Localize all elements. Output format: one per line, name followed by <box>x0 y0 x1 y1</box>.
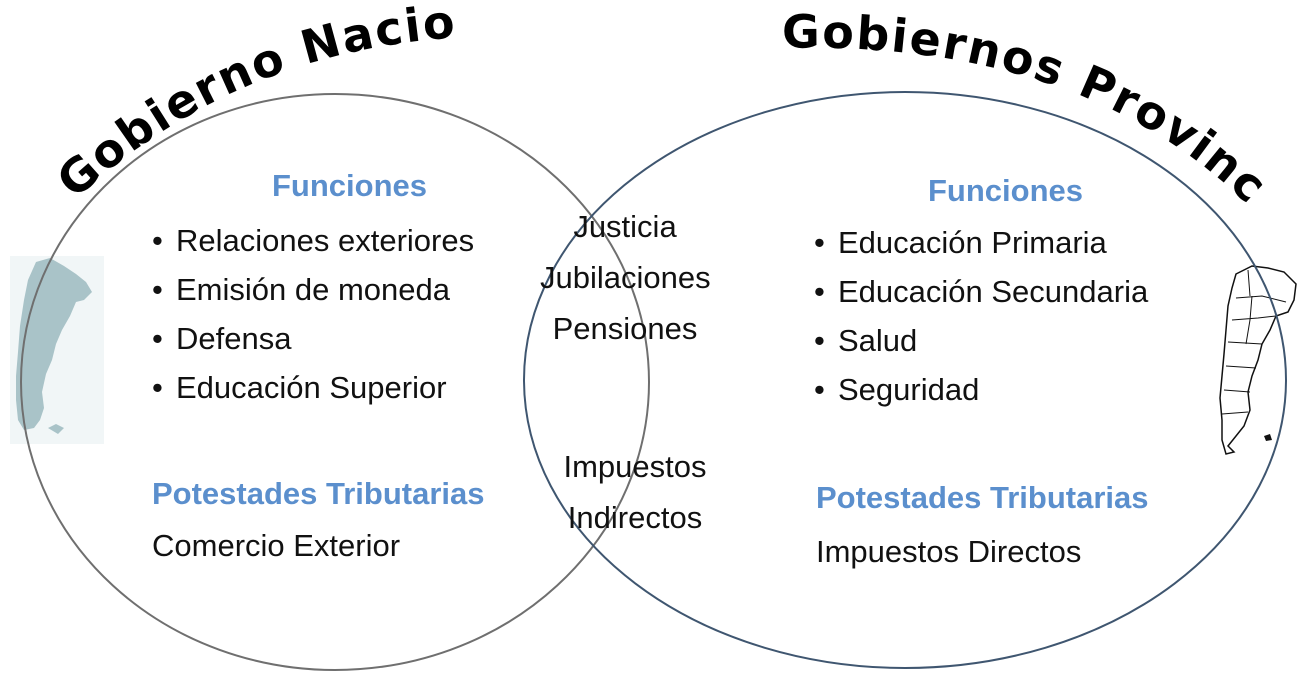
list-item: Salud <box>814 316 1148 365</box>
left-functions-list: Relaciones exteriores Emisión de moneda … <box>152 216 474 412</box>
right-tax-item: Impuestos Directos <box>816 534 1082 569</box>
list-item: Educación Primaria <box>814 218 1148 267</box>
left-tax-heading: Potestades Tributarias <box>152 476 485 511</box>
argentina-map-filled-icon <box>10 256 104 444</box>
shared-function-item: Pensiones <box>552 311 698 346</box>
right-functions-heading: Funciones <box>928 173 1084 208</box>
list-item: Relaciones exteriores <box>152 216 474 265</box>
shared-function-item: Jubilaciones <box>540 260 711 295</box>
left-tax-item: Comercio Exterior <box>152 528 401 563</box>
left-functions-heading: Funciones <box>272 168 428 203</box>
list-item: Emisión de moneda <box>152 265 474 314</box>
right-circle <box>523 91 1287 669</box>
shared-tax-item: Impuestos <box>563 449 707 484</box>
shared-functions: Justicia Jubilaciones Pensiones <box>540 201 711 354</box>
list-item: Defensa <box>152 314 474 363</box>
left-circle <box>20 93 650 671</box>
list-item: Seguridad <box>814 365 1148 414</box>
shared-tax-item: Indirectos <box>567 500 703 535</box>
shared-function-item: Justicia <box>573 209 677 244</box>
right-functions-list: Educación Primaria Educación Secundaria … <box>814 218 1148 414</box>
list-item: Educación Secundaria <box>814 267 1148 316</box>
list-item: Educación Superior <box>152 363 474 412</box>
shared-taxes: Impuestos Indirectos <box>550 441 720 543</box>
right-tax-heading: Potestades Tributarias <box>816 480 1149 515</box>
argentina-provinces-map-icon <box>1211 262 1297 462</box>
